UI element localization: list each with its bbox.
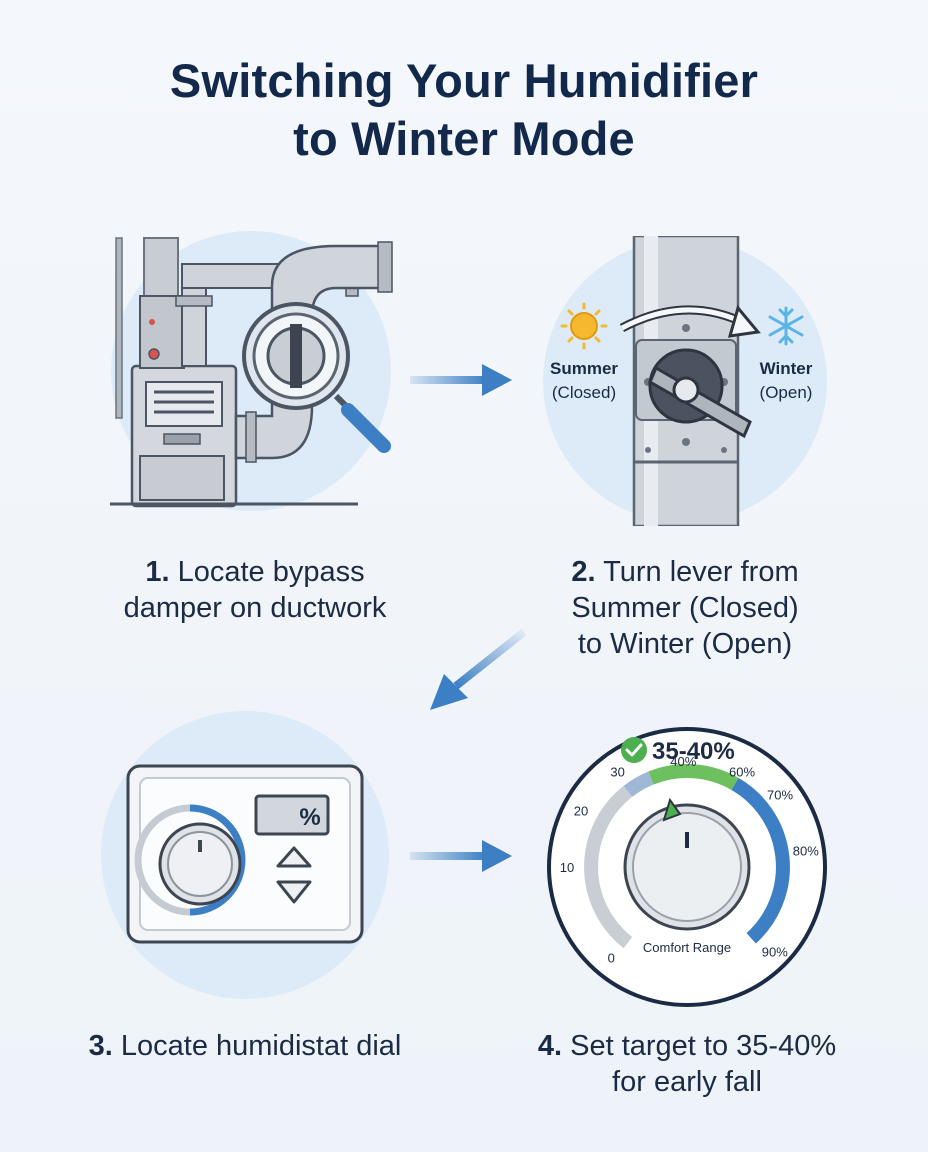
sun-icon — [560, 302, 608, 350]
summer-state: (Closed) — [552, 383, 616, 402]
damper-lever-illustration: Summer (Closed) Winter (Open) — [543, 236, 827, 526]
dial-pointer — [662, 797, 682, 822]
summer-label: Summer — [550, 359, 618, 378]
step-4-line-1: Set target to 35-40% — [570, 1030, 837, 1062]
arrow-diagonal-icon — [430, 628, 527, 710]
dial-tick-label: 30 — [610, 765, 624, 780]
snowflake-icon — [768, 306, 804, 346]
step-1-line-2: damper on ductwork — [123, 592, 387, 624]
arrow-right-icon-2 — [410, 840, 512, 872]
step-2-line-3: to Winter (Open) — [577, 628, 793, 660]
step-4-line-2: for early fall — [612, 1066, 762, 1098]
step-2-line-1: Turn lever from — [603, 556, 799, 588]
dial-tick-label: 60% — [729, 765, 755, 780]
dial-tick-label: 10 — [560, 860, 574, 875]
dial-tick-label: 80% — [793, 843, 819, 858]
step-4-number: 4. — [537, 1030, 563, 1062]
dial-arc-low — [584, 785, 633, 949]
step-1-line-1: Locate bypass — [177, 556, 365, 588]
dial-tick-label: 70% — [767, 787, 793, 802]
title-line-2: to Winter Mode — [293, 112, 635, 165]
dial-tick-label: 20 — [574, 804, 588, 819]
step-3-caption: 3. Locate humidistat dial — [40, 1028, 450, 1064]
step-3-line-1: Locate humidistat dial — [120, 1030, 402, 1062]
humidity-dial: 35-40% 0 10 20 30 40% 60% 70% 80% 90% Comfort Ra… — [547, 727, 827, 1007]
dial-tick-label: 40% — [670, 754, 696, 769]
dial-tick-label: 0 — [608, 950, 615, 965]
humidistat-illustration: % — [101, 711, 389, 999]
step-1-number: 1. — [145, 556, 170, 588]
dial-arc-comfort — [648, 764, 739, 791]
step-1-caption: 1. Locate bypass damper on ductwork — [60, 554, 450, 626]
dial-arc-high — [731, 777, 790, 944]
step-2-caption: 2. Turn lever from Summer (Closed) to Wi… — [490, 554, 880, 662]
dial-target-label: 35-40% — [652, 738, 735, 765]
dial-arc-mid — [623, 771, 654, 798]
step-3-number: 3. — [88, 1030, 113, 1062]
checkmark-icon — [621, 737, 647, 763]
dial-range-label: Comfort Range — [643, 940, 731, 955]
winter-state: (Open) — [760, 383, 813, 402]
dial-tick-label: 90% — [762, 945, 788, 960]
arrow-right-icon — [410, 364, 512, 396]
furnace-ductwork-illustration — [110, 231, 393, 511]
step-2-number: 2. — [571, 556, 596, 588]
page-title: Switching Your Humidifier to Winter Mode — [0, 52, 928, 168]
step-4-caption: 4. Set target to 35-40% for early fall — [482, 1028, 892, 1100]
title-line-1: Switching Your Humidifier — [169, 54, 759, 107]
step-2-line-2: Summer (Closed) — [571, 592, 799, 624]
humidistat-display: % — [299, 804, 320, 831]
winter-label: Winter — [760, 359, 813, 378]
